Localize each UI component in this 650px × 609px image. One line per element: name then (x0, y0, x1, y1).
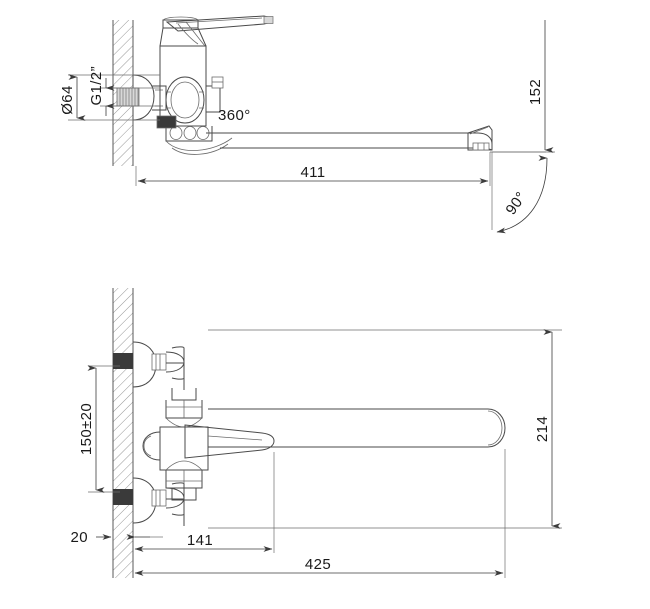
long-spout (206, 132, 493, 151)
lever-handle-front (184, 424, 275, 459)
dimension-thread-g-half: G1/2” (88, 66, 160, 116)
annotation-swivel-360: 360° (218, 107, 251, 124)
dim-label-411: 411 (300, 164, 325, 181)
spout-aerator (467, 125, 493, 151)
faucet-side-profile (110, 15, 493, 155)
lower-inlet-assembly (113, 477, 185, 526)
thread-hatch (119, 88, 139, 106)
dim-label-diameter-64: Ø64 (59, 85, 76, 115)
upper-riser (165, 388, 203, 428)
dimension-diameter-64: Ø64 (59, 74, 160, 121)
dimension-body-depth-141: 141 (134, 452, 275, 553)
dim-label-150-20: 150±20 (78, 403, 95, 455)
annotation-label-90: 90° (502, 189, 530, 218)
lower-outlet-housing (165, 126, 233, 155)
bottom-front-view: 150±20 20 141 425 (71, 288, 562, 578)
swivel-diverter (165, 76, 205, 124)
faucet-front-profile (113, 341, 506, 526)
dim-label-214: 214 (534, 416, 551, 442)
dimension-spout-reach-411: 411 (135, 152, 491, 186)
annotation-angle-90: 90° (490, 151, 548, 234)
lever-handle (165, 15, 274, 47)
dim-label-20: 20 (71, 529, 89, 546)
dim-label-thread-g-half: G1/2” (88, 66, 105, 106)
dimension-wall-thickness-20: 20 (71, 529, 163, 546)
long-spout-front (208, 408, 506, 448)
top-side-view: Ø64 G1/2” 360° 411 (59, 15, 555, 234)
dimension-inlet-centers-150: 150±20 (78, 365, 120, 493)
annotation-label-360: 360° (218, 107, 251, 124)
dimension-height-152: 152 (492, 20, 555, 153)
dim-label-141: 141 (187, 532, 213, 549)
dimension-overall-length-425: 425 (134, 449, 506, 578)
dim-label-425: 425 (305, 556, 331, 573)
upper-inlet-assembly (113, 341, 185, 390)
mixer-body (142, 426, 209, 471)
dimension-overall-height-214: 214 (208, 329, 562, 529)
dim-label-152: 152 (527, 79, 544, 105)
wall-section-bottom (112, 288, 134, 578)
shower-outlet-port (206, 76, 224, 113)
